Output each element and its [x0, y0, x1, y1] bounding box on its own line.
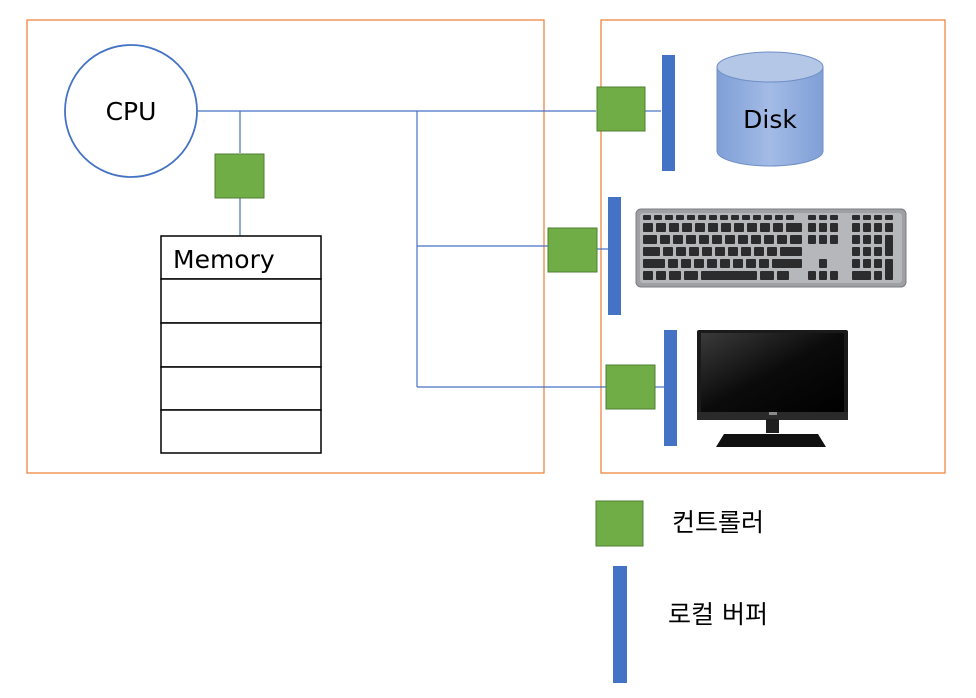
- monitor-controller: [605, 364, 656, 410]
- memory-cell: [160, 278, 322, 324]
- monitor-local-buffer: [664, 330, 677, 446]
- disk-label: Disk: [743, 105, 797, 134]
- memory-cell: [160, 409, 322, 454]
- legend-buffer-label: 로컬 버퍼: [668, 600, 768, 629]
- device-region: [600, 19, 946, 474]
- memory-cell: [160, 366, 322, 411]
- disk-local-buffer: [662, 55, 675, 171]
- legend-controller-label: 컨트롤러: [672, 508, 764, 537]
- cpu-label: CPU: [106, 97, 157, 126]
- cpu-node: CPU: [64, 44, 198, 178]
- legend: 컨트롤러 로컬 버퍼: [595, 500, 768, 683]
- system-bus: [198, 110, 664, 388]
- legend-buffer-swatch: [613, 566, 627, 683]
- memory-label: Memory: [173, 245, 275, 274]
- memory-controller: [214, 153, 265, 199]
- memory-header-cell: [160, 235, 322, 280]
- keyboard-icon: [635, 208, 907, 288]
- keyboard-local-buffer: [608, 197, 621, 315]
- monitor-icon: [697, 330, 848, 447]
- keyboard-controller: [547, 227, 598, 273]
- legend-controller-swatch: [595, 500, 644, 547]
- memory-cell: [160, 322, 322, 368]
- disk-node: Disk: [716, 51, 824, 167]
- memory-block: [160, 235, 322, 454]
- disk-cylinder-icon: [716, 66, 824, 167]
- disk-controller: [596, 86, 646, 132]
